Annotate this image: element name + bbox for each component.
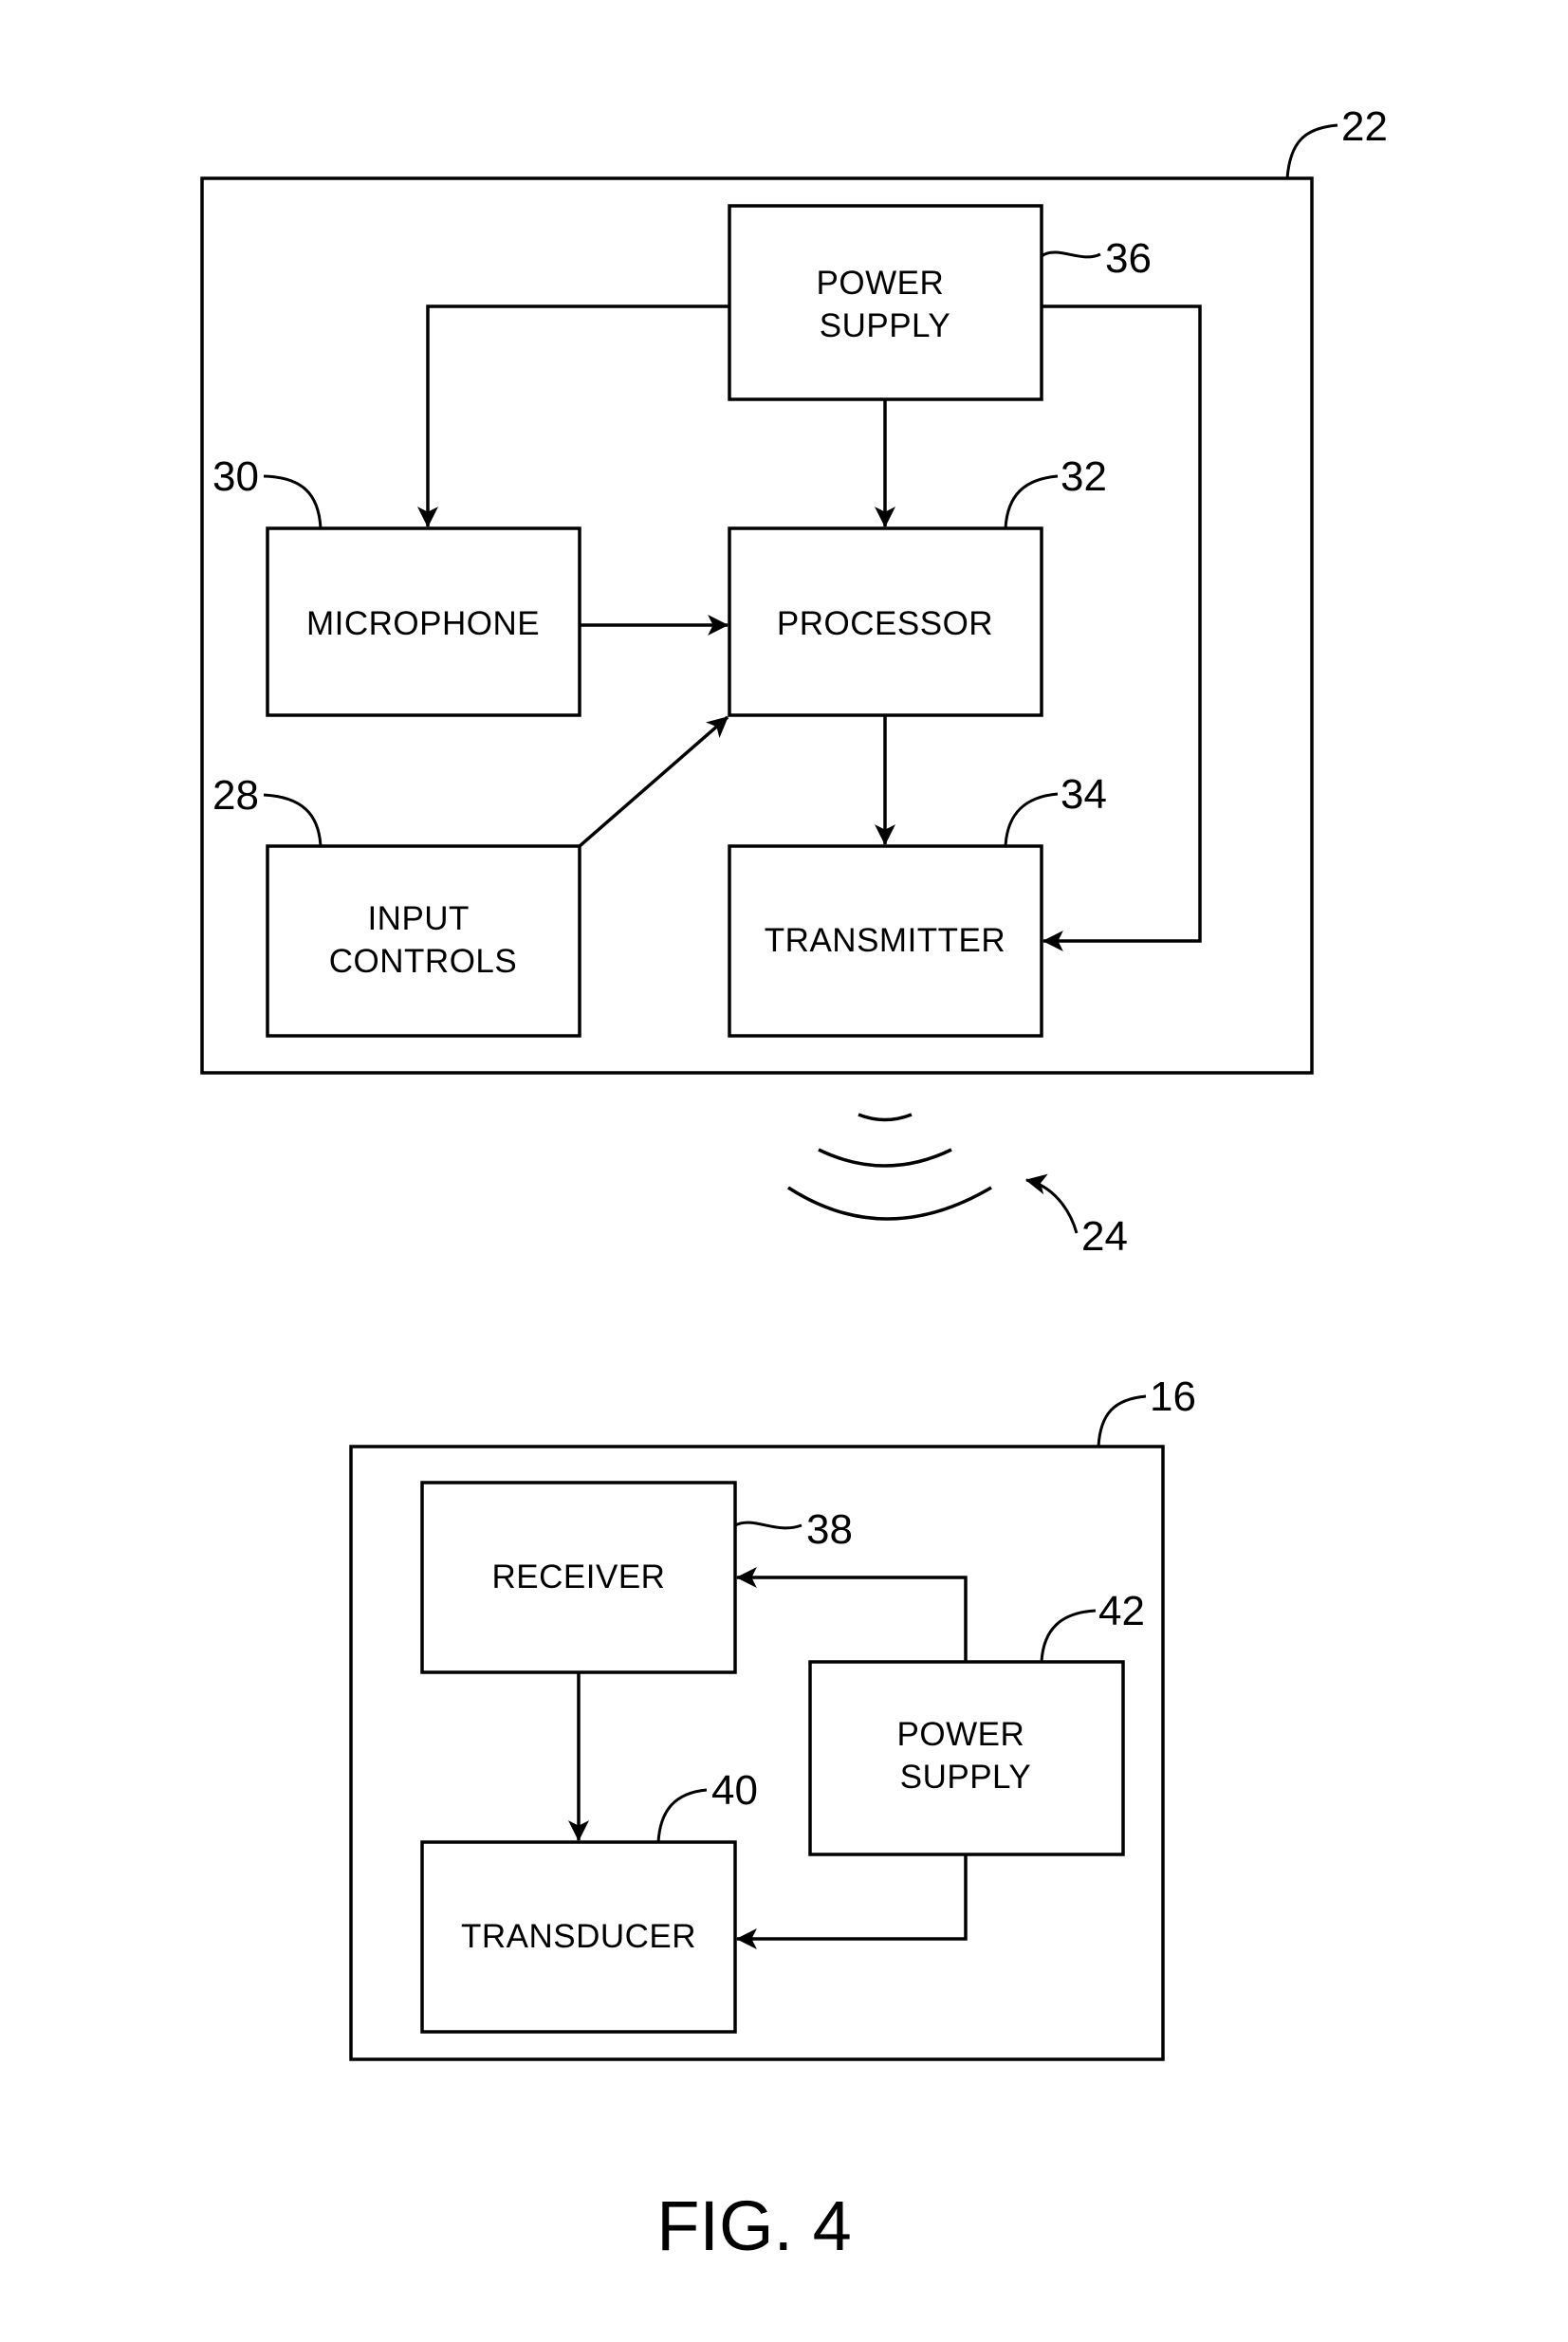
power-supply-block: [729, 206, 1042, 399]
microphone-label: MICROPHONE: [306, 605, 540, 642]
wireless-signal-icon: [788, 1115, 991, 1219]
ref-label-24: 24: [1081, 1213, 1128, 1260]
transmitter-label: TRANSMITTER: [765, 922, 1005, 959]
ref-label-30: 30: [212, 453, 259, 500]
ref-leader-40: [658, 1790, 707, 1842]
ref-label-16: 16: [1150, 1374, 1196, 1420]
ref-label-38: 38: [806, 1506, 853, 1553]
wire-input-controls-to-processor: [580, 717, 728, 846]
transducer-label: TRANSDUCER: [461, 1918, 696, 1955]
ref-label-32: 32: [1061, 453, 1107, 500]
ref-leader-36: [1042, 252, 1100, 257]
ref-leader-28: [264, 795, 321, 846]
ref-label-40: 40: [711, 1767, 758, 1814]
ref-label-34: 34: [1061, 771, 1107, 818]
wire-power-to-transducer: [737, 1854, 966, 1939]
input-controls-block: [267, 846, 580, 1036]
ref-label-22: 22: [1341, 103, 1388, 150]
ref-leader-42: [1042, 1611, 1096, 1662]
ref-leader-38: [735, 1522, 802, 1528]
ref-leader-16: [1098, 1396, 1146, 1447]
processor-label: PROCESSOR: [777, 605, 993, 642]
wire-power-to-microphone: [428, 306, 729, 526]
ref-label-36: 36: [1105, 235, 1152, 282]
ref-leader-22: [1287, 125, 1337, 178]
wire-power-to-transmitter: [1042, 306, 1200, 941]
receiver-label: RECEIVER: [492, 1558, 666, 1595]
ref-leader-34: [1005, 794, 1058, 846]
wire-power-to-receiver: [737, 1577, 966, 1662]
figure-label: FIG. 4: [656, 2186, 852, 2265]
ref-label-28: 28: [212, 772, 259, 819]
ref-label-42: 42: [1098, 1588, 1145, 1634]
ref-leader-32: [1005, 476, 1058, 528]
ref-leader-30: [264, 476, 321, 528]
ref-leader-24: [1026, 1180, 1077, 1233]
